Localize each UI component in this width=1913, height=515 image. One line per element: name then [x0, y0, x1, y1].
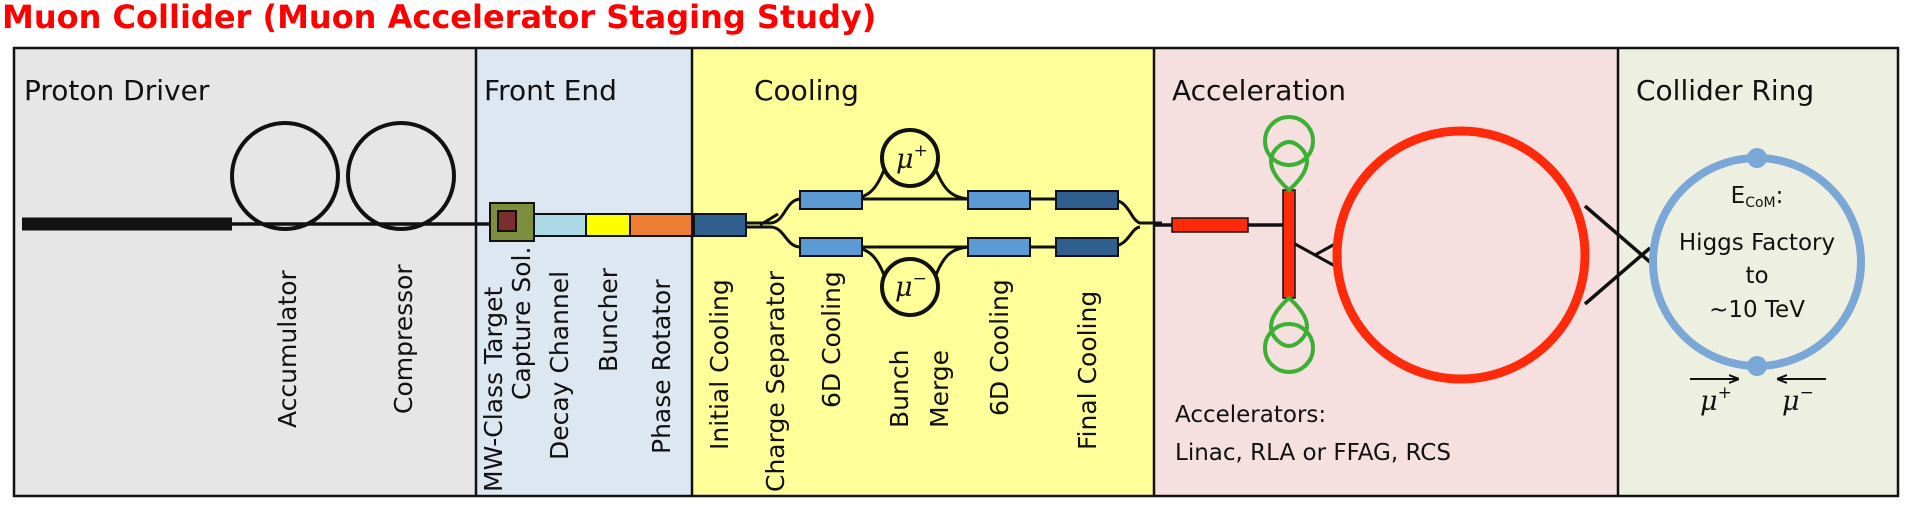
collider-mu-plus: μ+ — [1700, 383, 1732, 417]
panel-borders — [12, 46, 1900, 498]
collider-ring-bottom-point — [1747, 356, 1767, 376]
collider-ring-panel — [1618, 48, 1898, 496]
cooling-title: Cooling — [754, 74, 859, 107]
6d-cooling-upper-1 — [799, 190, 863, 210]
cooling-panel — [692, 48, 1154, 496]
buncher-block — [585, 213, 631, 237]
collider-line-3: ~10 TeV — [1709, 297, 1805, 323]
6d-cooling-lower-1 — [799, 237, 863, 257]
label-phase-rotator: Phase Rotator — [647, 279, 676, 454]
collider-mu-minus: μ− — [1782, 383, 1814, 417]
collider-ring-title: Collider Ring — [1636, 74, 1814, 107]
label-decay-channel: Decay Channel — [545, 271, 574, 460]
compressor-ring — [346, 121, 456, 231]
mu-minus-merge-ring — [880, 257, 940, 317]
front-end-panel — [476, 48, 692, 496]
vertical-labels: Accumulator Compressor MW-Class Target C… — [273, 247, 1102, 492]
accumulator-ring — [230, 121, 340, 231]
ring-injection-lines — [1294, 242, 1336, 268]
label-mw-class-target: MW-Class Target — [479, 286, 508, 492]
label-merge: Merge — [925, 350, 954, 428]
proton-driver-title: Proton Driver — [24, 74, 210, 107]
diagram-title: Muon Collider (Muon Accelerator Staging … — [2, 0, 877, 36]
acceleration-title: Acceleration — [1172, 74, 1346, 107]
label-6d-cooling-2: 6D Cooling — [985, 279, 1014, 416]
acceleration-ring — [1332, 126, 1590, 384]
label-charge-separator: Charge Separator — [761, 270, 790, 492]
mw-target-block — [497, 210, 517, 232]
mu-plus-merge-ring — [880, 128, 940, 188]
acceleration-panel — [1154, 48, 1618, 496]
accelerators-list: Linac, RLA or FFAG, RCS — [1175, 440, 1451, 466]
mu-minus-symbol: μ− — [895, 269, 927, 303]
phase-rotator-block — [629, 213, 693, 237]
front-end-title: Front End — [484, 74, 617, 107]
label-final-cooling: Final Cooling — [1073, 291, 1102, 450]
collider-line-2: to — [1745, 263, 1768, 289]
cooling-channel-blocks — [799, 190, 1119, 257]
final-cooling-upper — [1055, 190, 1119, 210]
6d-cooling-lower-2 — [967, 237, 1031, 257]
label-bunch: Bunch — [885, 350, 914, 428]
linac-block — [1171, 217, 1249, 233]
mu-plus-symbol: μ+ — [896, 141, 928, 175]
label-accumulator: Accumulator — [273, 269, 302, 428]
collider-energy-label: ECoM: — [1731, 183, 1784, 211]
6d-cooling-upper-2 — [967, 190, 1031, 210]
label-6d-cooling-1: 6D Cooling — [817, 271, 846, 408]
collider-line-1: Higgs Factory — [1679, 230, 1835, 256]
label-buncher: Buncher — [594, 267, 623, 372]
collider-transfer-lines — [1583, 204, 1652, 306]
label-capture-sol: Capture Sol. — [507, 247, 536, 400]
rla-linac-vertical — [1282, 189, 1296, 299]
final-cooling-lower — [1055, 237, 1119, 257]
collider-ring-top-point — [1747, 148, 1767, 168]
rla-return-loops — [1263, 115, 1315, 374]
initial-cooling-block — [693, 213, 747, 237]
label-compressor: Compressor — [389, 264, 418, 414]
accelerators-title: Accelerators: — [1175, 402, 1326, 428]
decay-channel-block — [533, 213, 587, 237]
label-initial-cooling: Initial Cooling — [705, 279, 734, 450]
